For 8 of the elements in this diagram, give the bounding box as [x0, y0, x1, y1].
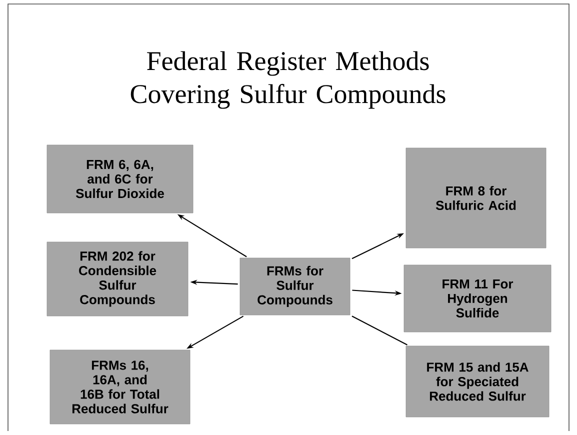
method-box: FRM 15 and 15A for Speciated Reduced Sulfur	[406, 346, 550, 418]
method-box: FRM 202 for Condensible Sulfur Compounds	[46, 242, 188, 316]
method-box: FRMs 16, 16A, and 16B for Total Reduced Sulfur	[50, 350, 190, 424]
method-box: FRMs for Sulfur Compounds	[240, 258, 350, 316]
slide-title: Federal Register Methods Covering Sulfur Compounds	[130, 51, 446, 109]
method-box: FRM 6, 6A, and 6C for Sulfur Dioxide	[46, 144, 194, 214]
method-box: FRM 8 for Sulfuric Acid	[406, 148, 546, 248]
method-box: FRM 11 For Hydrogen Sulfide	[404, 264, 552, 332]
